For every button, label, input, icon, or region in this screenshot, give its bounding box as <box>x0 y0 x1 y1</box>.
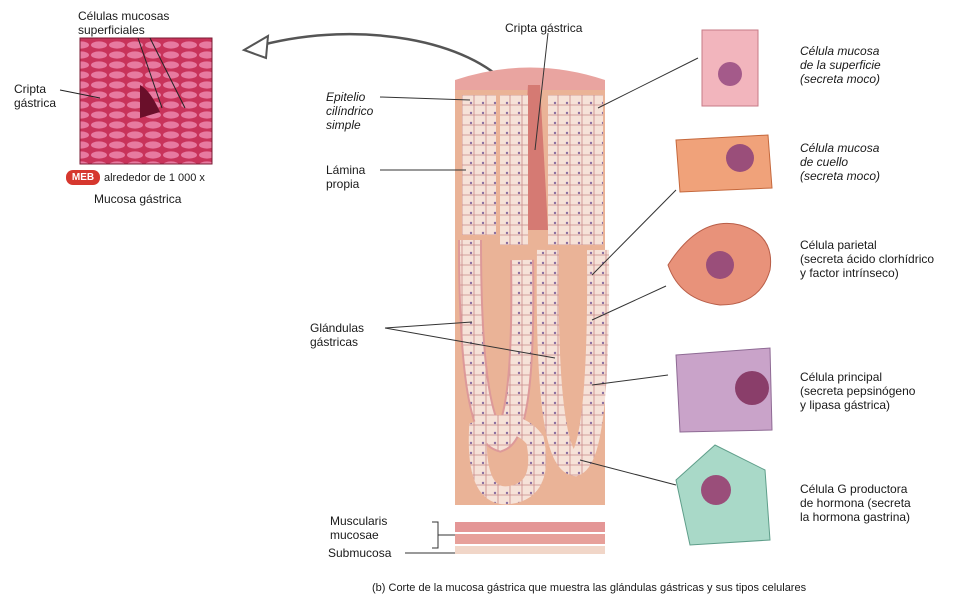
cell-illustration-parietal <box>667 222 772 306</box>
magnification-label: alrededor de 1 000 x <box>104 172 205 184</box>
leader-lines <box>379 32 699 554</box>
gastric-glands-label: Glándulas gástricas <box>310 321 365 349</box>
lamina-propria-label: Lámina propia <box>326 163 366 191</box>
muscularis-mucosae-label: Muscularis mucosae <box>330 514 388 542</box>
micrograph-caption: Mucosa gástrica <box>94 192 182 206</box>
cell-label-parietal: Célula parietal (secreta ácido clorhídri… <box>800 238 935 280</box>
cell-label-surface-mucous: Célula mucosa de la superficie (secreta … <box>800 44 881 86</box>
cell-illustration-neck <box>675 134 773 193</box>
cell-label-chief: Célula principal (secreta pepsinógeno y … <box>800 370 916 412</box>
gastric-crypt-micro-label: Cripta gástrica <box>14 82 57 110</box>
cell-illustration-g-cell <box>675 444 771 546</box>
cell-illustration-surface <box>701 29 759 107</box>
micrograph-image <box>59 37 213 165</box>
cell-illustration-chief <box>675 347 773 433</box>
gastric-crypt-label: Cripta gástrica <box>505 21 583 35</box>
submucosa-label: Submucosa <box>328 546 392 560</box>
meb-badge: MEB <box>66 170 100 185</box>
cell-label-neck-mucous: Célula mucosa de cuello (secreta moco) <box>800 141 881 183</box>
simple-columnar-epithelium-label: Epitelio cilíndrico simple <box>326 90 374 132</box>
figure-caption: (b) Corte de la mucosa gástrica que mues… <box>372 582 807 594</box>
cell-label-g-cell: Célula G productora de hormona (secreta … <box>800 482 911 524</box>
surface-mucous-cells-label: Células mucosas superficiales <box>78 9 170 37</box>
mucosa-section <box>455 67 610 554</box>
